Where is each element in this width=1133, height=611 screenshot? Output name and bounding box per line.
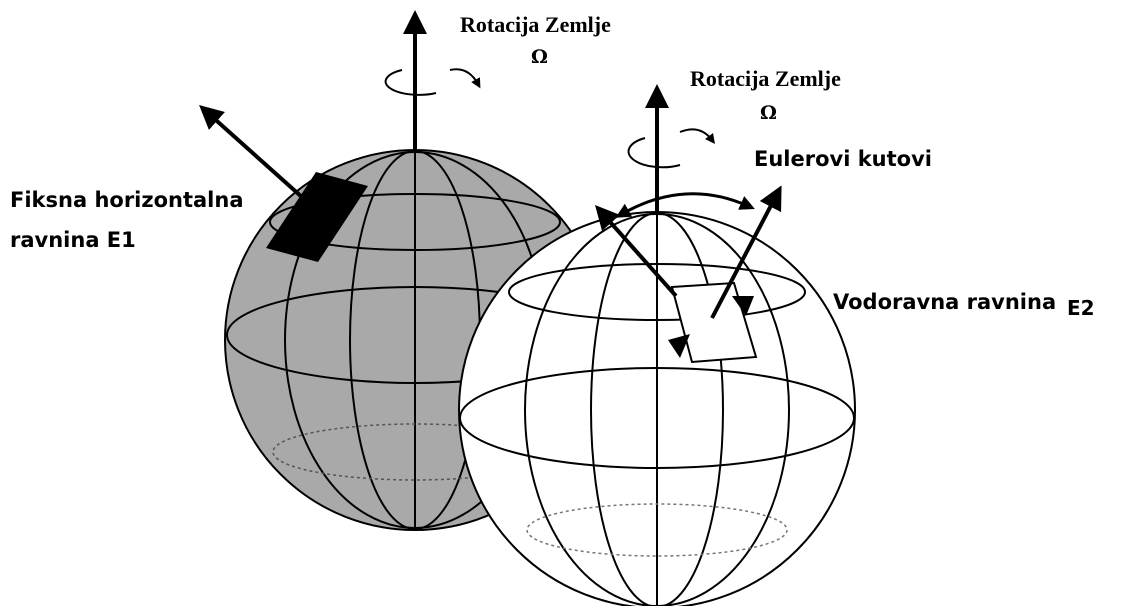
left-rotation-circle xyxy=(386,70,436,95)
right-globe xyxy=(459,212,855,606)
level-plane-suffix-label: E2 xyxy=(1067,296,1095,320)
omega-label-1: Ω xyxy=(531,46,548,68)
euler-angles-label: Eulerovi kutovi xyxy=(754,147,932,171)
fixed-plane-label-line2: ravnina E1 xyxy=(10,228,136,252)
omega-label-2: Ω xyxy=(760,102,777,124)
rotation-label-2: Rotacija Zemlje xyxy=(690,66,841,92)
level-plane-label: Vodoravna ravnina xyxy=(833,290,1056,314)
right-rotation-circle xyxy=(629,138,680,167)
euler-angle-arc xyxy=(622,194,748,214)
rotation-label-1: Rotacija Zemlje xyxy=(460,12,611,38)
right-rotation-arrow xyxy=(680,129,712,140)
fixed-plane-label-line1: Fiksna horizontalna xyxy=(10,188,244,212)
left-rotation-arrow xyxy=(450,69,478,84)
